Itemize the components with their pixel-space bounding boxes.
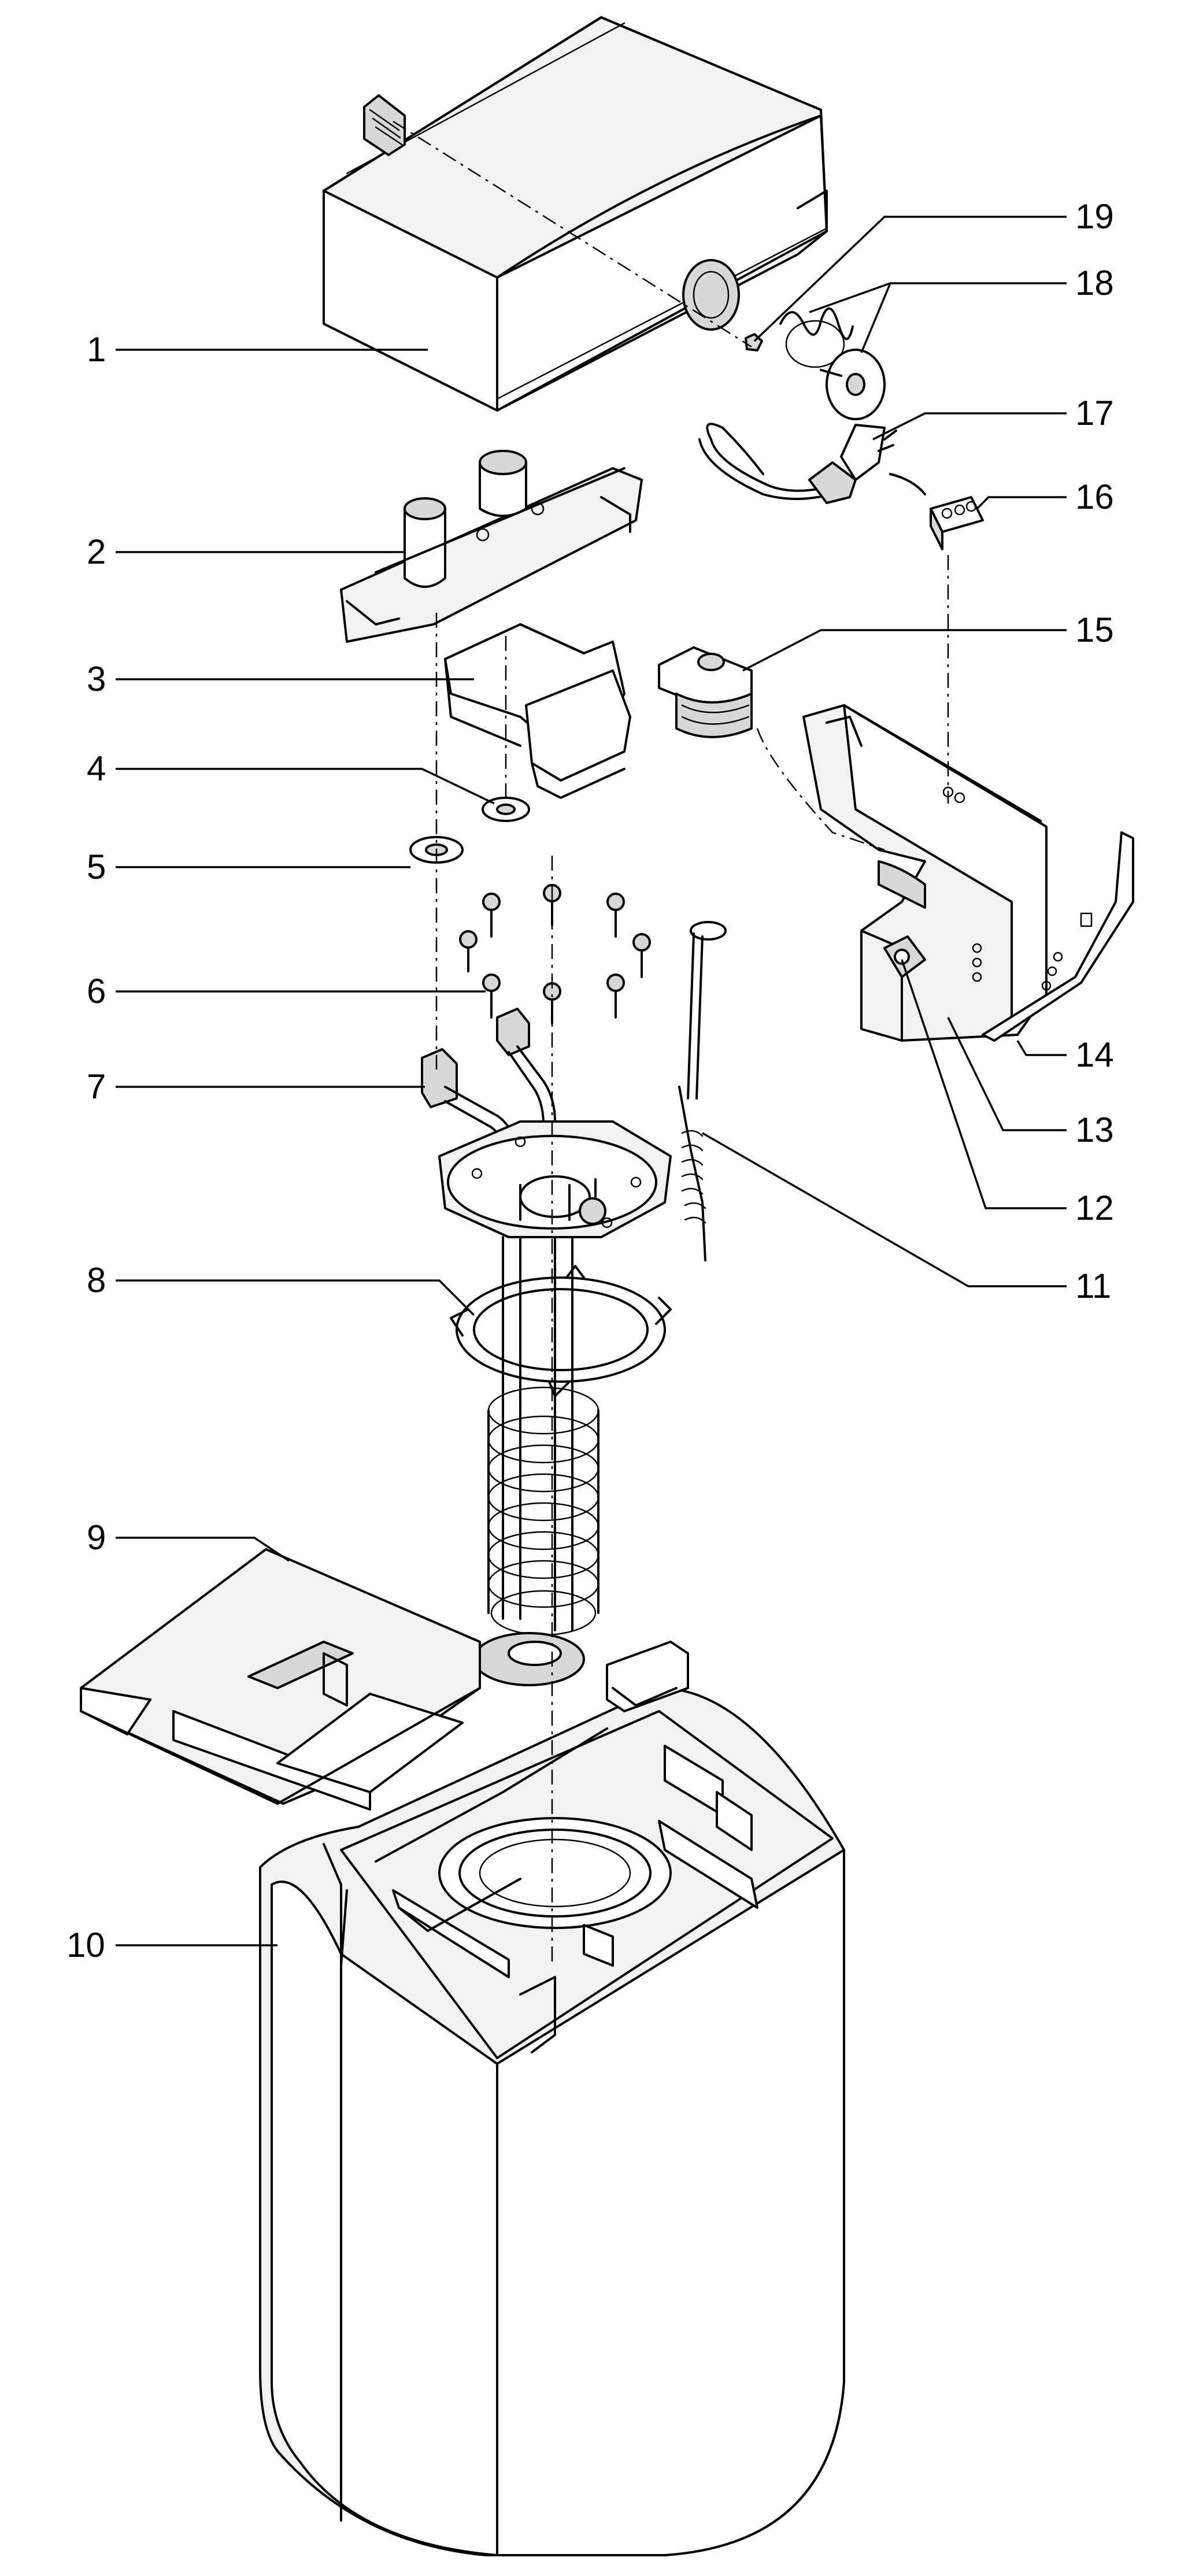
screw-3 — [606, 893, 625, 938]
screw-4 — [459, 930, 478, 972]
part-7-heating-coil — [473, 1236, 599, 1686]
callout-5: 5 — [87, 847, 106, 886]
leader-lines — [116, 216, 1067, 1946]
part-15-thermostat — [658, 646, 753, 738]
part-16-terminal-block — [930, 496, 984, 550]
callout-17: 17 — [1075, 394, 1114, 432]
part-9-insulation-cover — [80, 1548, 481, 1811]
callout-12: 12 — [1075, 1189, 1114, 1227]
callout-4: 4 — [87, 749, 106, 788]
part-7-flange-plate — [438, 1120, 672, 1238]
part-18-spring — [779, 307, 854, 368]
part-1-knob — [363, 94, 406, 156]
part-11-sensor-probe — [678, 921, 727, 1261]
callout-16: 16 — [1075, 478, 1114, 516]
part-1-top-cover — [323, 16, 828, 412]
part-17-power-cord — [698, 423, 926, 504]
part-8-gasket — [450, 1265, 672, 1397]
screw-1 — [482, 893, 501, 938]
callout-1: 1 — [87, 330, 106, 369]
callout-3: 3 — [87, 660, 106, 698]
callout-11: 11 — [1075, 1267, 1111, 1305]
part-13-control-housing — [802, 704, 1048, 1042]
part-12-switch — [883, 935, 926, 978]
part-6-screws — [459, 884, 651, 1024]
part-18-disc — [820, 349, 886, 420]
part-3-insulation-block — [444, 623, 631, 799]
callout-18: 18 — [1075, 264, 1114, 302]
part-2-upper-bracket — [340, 450, 643, 643]
screw-5 — [632, 933, 651, 978]
callout-9: 9 — [87, 1518, 106, 1557]
callout-19: 19 — [1075, 197, 1114, 236]
callout-7: 7 — [87, 1067, 106, 1106]
assembly-lines — [393, 120, 949, 1966]
callout-numbers: 1 2 3 4 5 6 7 8 9 10 11 12 13 14 15 16 1… — [66, 197, 1114, 1964]
screw-6 — [482, 974, 501, 1019]
callout-10: 10 — [66, 1926, 105, 1964]
part-14-label-strip — [982, 831, 1134, 1042]
callout-8: 8 — [87, 1261, 106, 1300]
callout-15: 15 — [1075, 610, 1114, 649]
callout-14: 14 — [1075, 1035, 1114, 1074]
part-10-tank-body — [259, 1641, 845, 2557]
callout-6: 6 — [87, 972, 106, 1011]
screw-8 — [606, 974, 625, 1019]
callout-13: 13 — [1075, 1111, 1114, 1149]
callout-2: 2 — [87, 532, 106, 571]
